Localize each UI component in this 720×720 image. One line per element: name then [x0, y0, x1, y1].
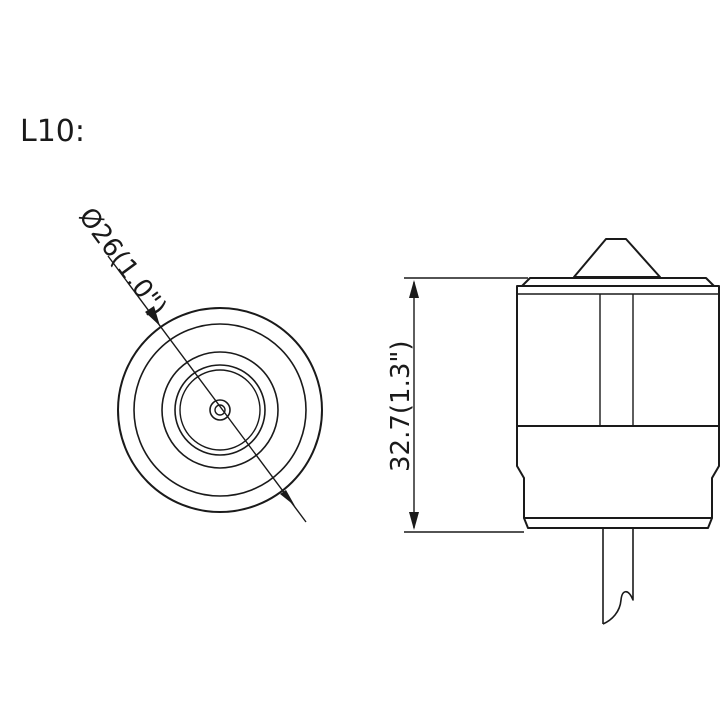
lens-tip	[573, 238, 661, 278]
bottom-lip	[523, 517, 713, 529]
diameter-leader-line	[107, 255, 307, 523]
outer-ring	[117, 307, 323, 513]
height-arrow-bottom	[409, 512, 419, 530]
model-label: L10:	[20, 114, 85, 149]
diameter-arrow-top	[145, 306, 160, 326]
front-view	[117, 307, 323, 513]
lens-housing	[161, 351, 279, 469]
side-view	[516, 238, 720, 625]
outer-ring-inner-edge	[133, 323, 307, 497]
height-dimension-text: 32.7(1.3")	[386, 341, 416, 473]
pinhole-outer	[209, 399, 231, 421]
height-arrow-top	[409, 280, 419, 298]
lower-body	[516, 426, 720, 519]
height-dimension	[404, 277, 528, 533]
diameter-dimension-text: Ø26(1.0")	[72, 202, 172, 322]
diameter-dimension	[107, 255, 307, 523]
pinhole-inner	[214, 404, 226, 416]
upper-body	[516, 285, 720, 427]
cable-right-edge	[602, 528, 634, 625]
diameter-arrow-bottom	[280, 490, 295, 506]
body-shoulder	[521, 277, 715, 287]
lens-ring-outer	[174, 364, 266, 456]
lens-ring-inner	[179, 369, 261, 451]
